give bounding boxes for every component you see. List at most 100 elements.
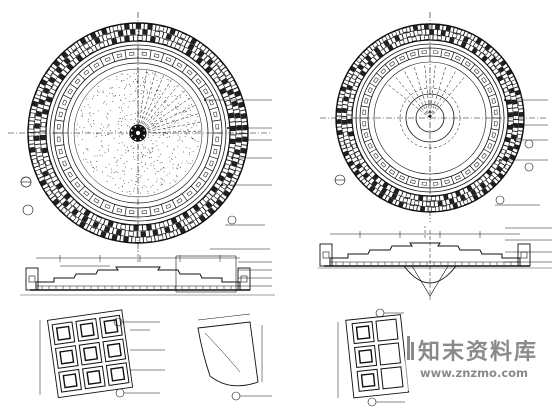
bench-divider: [384, 64, 391, 71]
stone-block: [105, 33, 112, 40]
stipple-dot: [152, 135, 154, 137]
stipple-dot: [156, 181, 158, 183]
stone-joint: [505, 152, 511, 156]
stone-joint: [416, 205, 418, 212]
stipple-dot: [79, 126, 81, 128]
bench-seat: [116, 53, 123, 58]
stipple-dot: [102, 90, 104, 92]
stipple-dot: [181, 114, 183, 116]
stone-joint: [196, 41, 201, 48]
stone-block: [158, 25, 165, 32]
stone-block: [355, 163, 363, 170]
stipple-dot: [127, 150, 129, 152]
stipple-dot: [86, 161, 88, 163]
stipple-dot: [150, 109, 152, 111]
stone-block: [351, 143, 358, 150]
paving-slab: [380, 366, 404, 390]
stone-joint: [360, 161, 366, 165]
paving-slab: [75, 318, 100, 342]
stone-block: [466, 32, 473, 39]
stipple-dot: [173, 148, 175, 150]
stipple-dot: [90, 115, 92, 117]
stipple-dot: [101, 130, 103, 132]
stone-joint: [192, 213, 197, 220]
stone-block: [223, 163, 231, 170]
stipple-dot: [119, 94, 121, 96]
stone-joint: [154, 24, 157, 31]
stone-block: [111, 37, 118, 45]
stipple-dot: [168, 136, 170, 138]
stone-block: [124, 35, 130, 42]
stone-joint: [49, 195, 56, 200]
stipple-dot: [180, 96, 182, 98]
stipple-dot: [109, 176, 111, 178]
stone-joint: [501, 72, 507, 77]
stipple-dot: [169, 172, 171, 174]
bench-divider: [54, 119, 64, 122]
stone-block: [107, 220, 114, 228]
stone-block: [227, 88, 234, 96]
stipple-dot: [115, 161, 117, 163]
stone-joint: [413, 194, 416, 200]
stone-joint: [30, 108, 37, 111]
stone-block: [472, 42, 480, 49]
stipple-dot: [77, 123, 78, 125]
stipple-dot: [181, 162, 183, 164]
stipple-dot: [141, 143, 143, 145]
stone-block: [434, 24, 440, 30]
stipple-dot: [149, 153, 151, 155]
stipple-dot: [160, 184, 162, 186]
stone-block: [490, 57, 498, 64]
stone-block: [475, 37, 483, 45]
stone-joint: [30, 154, 37, 157]
stone-joint: [342, 103, 348, 106]
stipple-dot: [138, 73, 140, 75]
stone-block: [81, 215, 89, 223]
plaza-edge-line: [355, 43, 505, 193]
stone-joint: [413, 30, 415, 37]
stipple-dot: [175, 107, 177, 109]
stone-block: [359, 70, 367, 77]
paving-slab-inset: [103, 319, 119, 335]
stipple-dot: [151, 148, 153, 150]
stone-block: [340, 86, 347, 92]
stone-joint: [101, 35, 105, 42]
stone-joint: [199, 201, 204, 207]
stone-joint: [349, 138, 356, 142]
stipple-dot: [101, 155, 103, 157]
stone-block: [176, 37, 184, 45]
stipple-dot: [132, 190, 134, 192]
stipple-dot: [123, 103, 125, 105]
stipple-dot: [174, 95, 176, 96]
stipple-dot: [150, 140, 152, 141]
stipple-dot: [136, 120, 138, 122]
stipple-dot: [143, 148, 145, 150]
bench-seat: [389, 61, 396, 67]
stipple-dot: [164, 102, 166, 103]
stone-block: [470, 189, 477, 196]
stipple-dot: [119, 118, 121, 119]
stipple-dot: [107, 118, 109, 120]
stone-joint: [507, 107, 513, 110]
stone-block: [393, 188, 400, 195]
stone-block: [62, 200, 70, 208]
stone-joint: [368, 170, 374, 176]
left-circular-plan: [8, 12, 272, 250]
stone-block: [34, 135, 40, 141]
stone-block: [93, 37, 101, 44]
stipple-dot: [126, 125, 128, 127]
stone-joint: [510, 95, 516, 98]
stone-joint: [444, 36, 447, 42]
paving-slab: [99, 314, 123, 339]
stone-joint: [171, 224, 175, 231]
stipple-dot: [163, 167, 165, 169]
paving-slab: [377, 342, 402, 366]
stone-block: [230, 160, 238, 168]
radial-guide: [137, 78, 173, 134]
stone-block: [356, 56, 363, 64]
stone-block: [72, 201, 81, 210]
stone-joint: [500, 162, 506, 166]
stipple-dot: [119, 112, 121, 114]
stone-block: [111, 234, 118, 241]
stipple-dot: [90, 161, 91, 163]
